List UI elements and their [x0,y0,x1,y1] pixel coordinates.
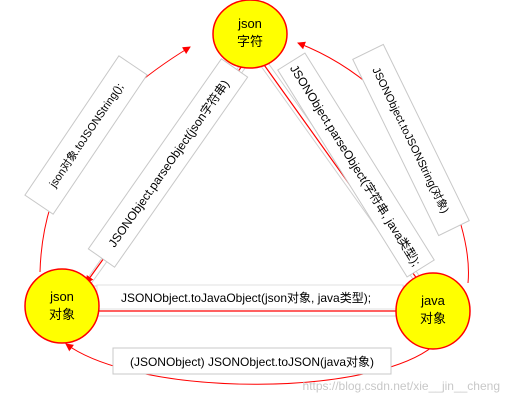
node-json-string: json 字符 [212,0,288,69]
arrow-java-to-object [65,341,439,385]
label-object-to-string: json对象.toJSONString(); [45,80,126,191]
node-java-object-line1: java [420,293,446,308]
node-json-string-line1: json [237,16,262,31]
node-json-string-line2: 字符 [237,34,263,49]
label-to-java-object: JSONObject.toJavaObject(json对象, java类型); [121,291,371,305]
node-java-object: java 对象 [395,272,471,350]
node-json-object-line2: 对象 [49,307,75,322]
node-json-object-line1: json [49,289,74,304]
label-box-to-java-object: JSONObject.toJavaObject(json对象, java类型); [96,284,404,310]
node-json-object: json 对象 [24,268,100,344]
label-to-json: (JSONObject) JSONObject.toJSON(java对象) [130,355,374,369]
node-java-object-line2: 对象 [420,311,446,326]
watermark: https://blog.csdn.net/xie__jin__cheng [303,379,500,393]
label-box-to-json: (JSONObject) JSONObject.toJSON(java对象) [112,347,392,375]
